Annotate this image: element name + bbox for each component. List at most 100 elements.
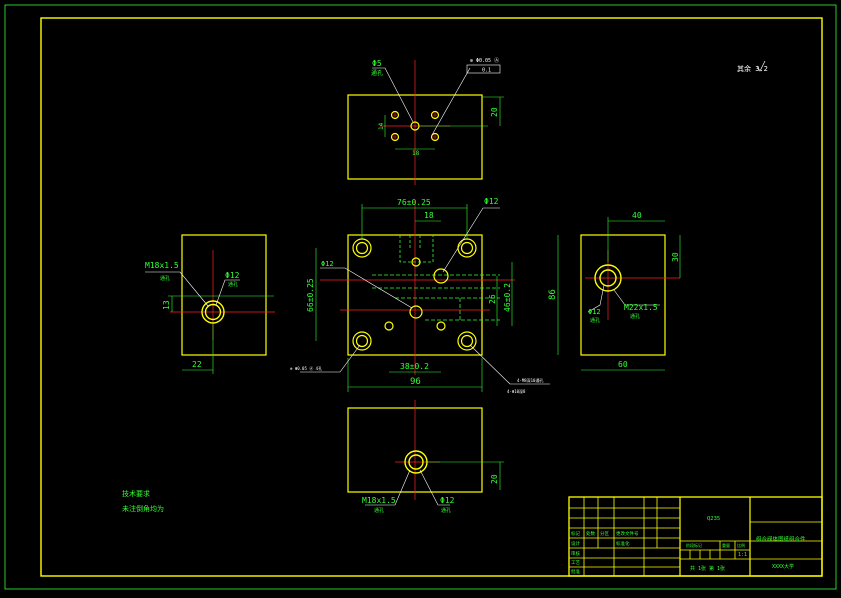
right-view-label-hole-note: 通孔 (590, 317, 600, 324)
front-view-hole-c (409, 305, 423, 319)
bottom-view-leader-hole (419, 469, 450, 506)
right-view-label-thread-note: 通孔 (630, 313, 640, 320)
title-block-row-label-8: 批准 (571, 568, 580, 575)
title-block-row-label-0: 标记 (571, 530, 580, 537)
front-view-leader-left (320, 267, 413, 309)
top-view: Φ5 通孔 ⊕ Φ0.05 Ⓐ 0.1 20 14 18 (347, 57, 504, 185)
right-view-label-hole: Φ12 (588, 308, 601, 316)
front-view-hidden-slot (399, 235, 434, 263)
top-view-hole-center (410, 121, 420, 131)
title-block-row-label-7: 标准化 (616, 540, 630, 547)
title-block-material: Q235 (707, 516, 720, 522)
left-view-label-hole: Φ12 (225, 271, 240, 280)
bottom-view-label-hole: Φ12 (440, 496, 455, 505)
title-block-small-label-2: 比例 (737, 542, 745, 548)
notes-line1: 未注倒角均为 (122, 504, 164, 513)
bottom-view-label-hole-note: 通孔 (441, 507, 451, 514)
top-view-dim-left: 14 (378, 122, 385, 130)
top-view-hole-tl (390, 110, 400, 120)
roughness-label: 其余 3.2 (737, 64, 768, 73)
top-view-hole-tr (430, 110, 440, 120)
left-view-leader-hole (215, 279, 240, 306)
right-view-dim-bottom: 60 (618, 360, 628, 369)
notes-title: 技术要求 (122, 489, 150, 498)
bottom-view-label-thread-note: 通孔 (374, 507, 384, 514)
technical-notes: 技术要求 未注倒角均为 (122, 489, 164, 513)
bottom-view-leader-thread (365, 469, 411, 506)
left-view: M18x1.5 通孔 Φ12 通孔 13 22 (145, 234, 275, 374)
left-view-outline (181, 234, 267, 356)
right-view-leader-thread (613, 289, 660, 306)
title-block-row-label-4: 设计 (571, 540, 580, 547)
sheet-outer-border (4, 4, 837, 590)
top-view-label-hole-note: 通孔 (371, 69, 383, 77)
front-view-hole-d (384, 321, 394, 331)
title-block-row-label-3: 更改文件号 (616, 530, 639, 537)
top-view-label-tolerance: ⊕ Φ0.05 Ⓐ (470, 57, 499, 64)
top-view-tolerance-frame (466, 64, 501, 74)
top-view-dim-bottom: 18 (412, 150, 420, 157)
top-view-hole-marks (392, 112, 438, 140)
bottom-view-thread-inner (408, 454, 424, 470)
front-view: 76±0.25 18 38±0.2 96 66±0.25 46±0.2 26 Φ… (290, 197, 550, 394)
front-view-dim-overall-width: 96 (410, 377, 421, 387)
roughness-symbol: 其余 3.2 (737, 60, 768, 73)
front-view-hole-b (411, 257, 421, 267)
front-view-hole-br (457, 331, 477, 351)
front-view-dim-top-width: 76±0.25 (397, 198, 431, 207)
left-view-dim-bottom: 22 (192, 360, 202, 369)
right-view-dim-right: 30 (671, 252, 680, 262)
right-view-leader-hole (587, 284, 605, 313)
left-view-label-thread: M18x1.5 (145, 261, 179, 270)
title-block-text: 标记 处数 分区 更改文件号 设计 审核 工艺 标准化 批准 阶段标记 重量 比… (571, 516, 806, 575)
front-view-dim-right-inner: 26 (488, 294, 497, 304)
left-view-dim-height: 13 (162, 300, 171, 310)
top-view-hole-br (430, 132, 440, 142)
front-view-hole-a (433, 268, 449, 284)
front-view-leader-topright (442, 207, 500, 273)
front-view-label-hole-left: Φ12 (321, 260, 334, 268)
title-block-sheets: 共 1张 第 1张 (690, 565, 725, 572)
right-view-dim-left: 86 (548, 289, 558, 300)
front-view-label-note-right: 4-M8深10通孔 (517, 377, 543, 383)
right-view-label-thread: M22x1.5 (624, 303, 658, 312)
front-view-hole-tr (457, 238, 477, 258)
bottom-view: M18x1.5 通孔 Φ12 通孔 20 (347, 400, 504, 514)
title-block (568, 496, 823, 577)
front-view-label-note-left: ⊕ Φ0.05 Ⓐ 4孔 (290, 365, 322, 371)
left-view-thread-inner (204, 303, 222, 321)
title-block-small-label-0: 阶段标记 (686, 542, 702, 548)
front-view-label-note-right2: 4-Φ10深8 (507, 388, 526, 394)
front-view-hole-e (436, 321, 446, 331)
title-block-frame (568, 496, 823, 577)
front-view-leader-note-left (300, 344, 361, 373)
bottom-view-dim-right: 20 (490, 474, 499, 484)
front-view-dim-bottom-width: 38±0.2 (400, 362, 429, 371)
front-view-dim-right-height: 46±0.2 (503, 283, 512, 312)
right-view-thread-outer (594, 264, 622, 292)
right-view-outline (580, 234, 666, 356)
top-view-leader-tol (431, 67, 471, 136)
front-view-hidden-channels (372, 274, 500, 321)
top-view-leader-hole (372, 67, 414, 123)
left-view-label-hole-note: 通孔 (228, 281, 238, 288)
right-view: 40 86 30 60 Φ12 通孔 M22x1.5 通孔 (548, 211, 681, 371)
left-view-label-thread-note: 通孔 (160, 275, 170, 282)
front-view-hole-tl (352, 238, 372, 258)
bottom-view-label-thread: M18x1.5 (362, 496, 396, 505)
title-block-row-label-2: 分区 (600, 530, 609, 537)
top-view-hole-bl (390, 132, 400, 142)
title-block-scale: 1:1 (738, 552, 747, 558)
title-block-row-label-1: 处数 (586, 530, 595, 537)
top-view-label-hole: Φ5 (372, 59, 382, 68)
front-view-hole-bl (352, 331, 372, 351)
front-view-label-hole-top-right: Φ12 (484, 197, 499, 206)
sheet-inner-border (40, 17, 823, 577)
right-view-dim-top: 40 (632, 211, 642, 220)
front-view-dim-top-inner: 18 (424, 211, 434, 220)
top-view-dim-right: 20 (490, 107, 499, 117)
left-view-leader-thread (145, 271, 209, 307)
title-block-part-name: 组合阀体图纸组合件 (756, 535, 806, 543)
